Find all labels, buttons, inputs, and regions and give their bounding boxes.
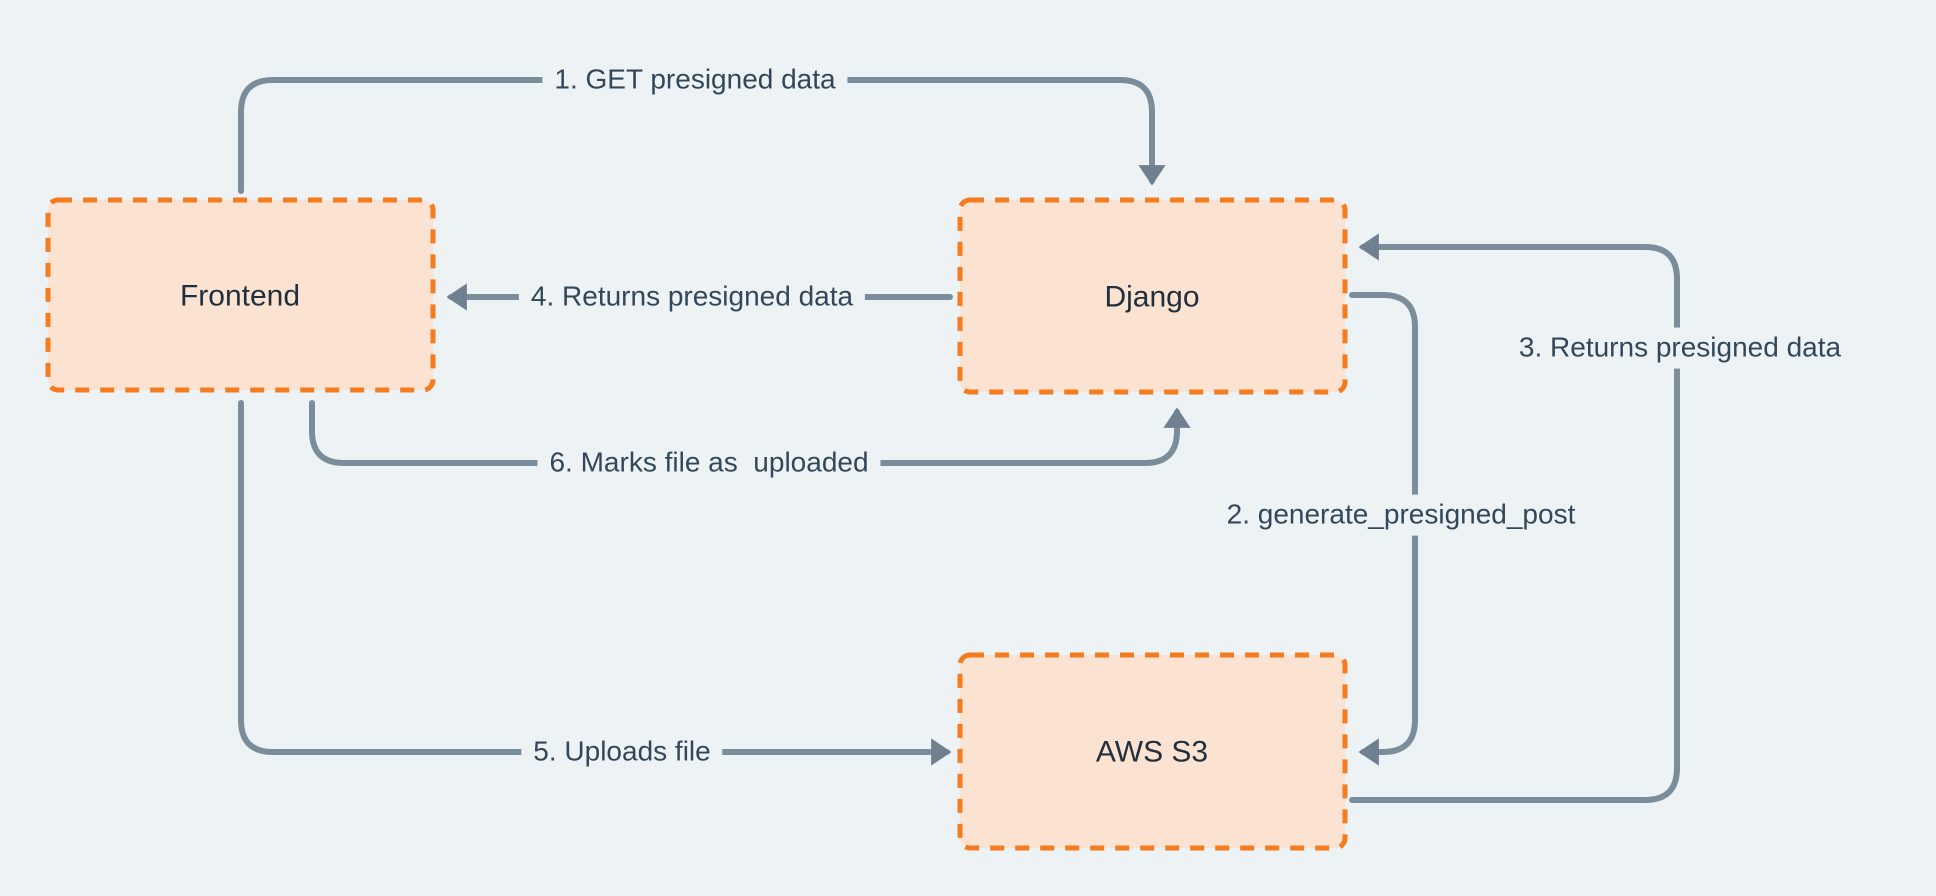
edge-3-returns-presigned-data (1349, 233, 1680, 803)
edge-label-uploads-file: 5. Uploads file (521, 731, 723, 773)
frontend-node-box (45, 197, 436, 393)
edge-label-get-presigned-data: 1. GET presigned data (542, 59, 848, 101)
edge-label-returns-presigned-data-4: 4. Returns presigned data (518, 276, 866, 318)
frontend-node-label: Frontend (179, 279, 301, 313)
edge-label-marks-file-as-uploaded: 6. Marks file as uploaded (537, 442, 881, 484)
edge-label-generate-presigned-post: 2. generate_presigned_post (1214, 494, 1588, 536)
aws-s3-node-box (957, 652, 1348, 851)
aws-s3-node-label: AWS S3 (1095, 735, 1209, 769)
edge-label-returns-presigned-data-3: 3. Returns presigned data (1506, 327, 1854, 369)
django-node-box (957, 197, 1348, 395)
django-node-label: Django (1104, 280, 1200, 314)
edge-5-uploads-file (238, 400, 952, 766)
